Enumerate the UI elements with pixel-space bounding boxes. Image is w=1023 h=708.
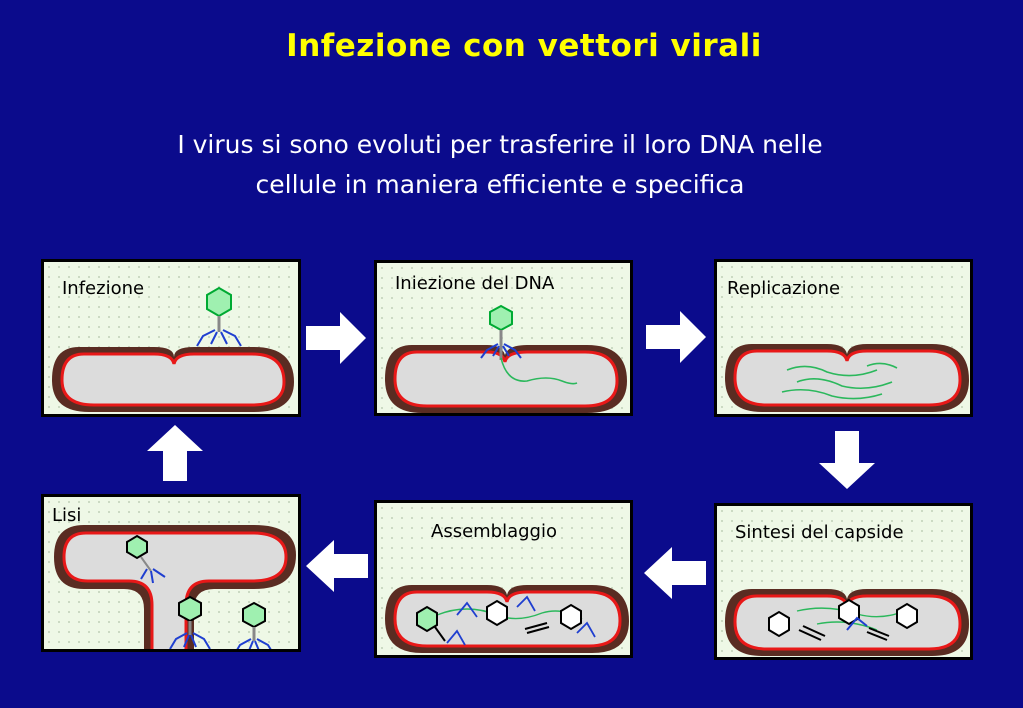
cell-membrane bbox=[60, 352, 286, 407]
panel-lisi: Lisi bbox=[41, 494, 301, 652]
arrow-down bbox=[819, 431, 875, 489]
capsids bbox=[768, 598, 918, 638]
label-infezione: Infezione bbox=[62, 278, 145, 299]
label-iniezione: Iniezione del DNA bbox=[395, 273, 555, 294]
fibers bbox=[846, 616, 868, 631]
label-assemblaggio: Assemblaggio bbox=[431, 521, 557, 542]
label-lisi: Lisi bbox=[52, 505, 82, 526]
label-sintesi: Sintesi del capside bbox=[735, 522, 904, 543]
arrow-left-1 bbox=[644, 547, 706, 599]
label-replicazione: Replicazione bbox=[727, 278, 841, 299]
tails bbox=[798, 625, 890, 641]
assembled-phages bbox=[416, 599, 582, 642]
panel-replicazione: Replicazione bbox=[714, 259, 973, 417]
dna-strand bbox=[500, 357, 578, 385]
lisi-illustration bbox=[54, 525, 296, 649]
arrow-left-2 bbox=[306, 540, 368, 592]
panel-sintesi: Sintesi del capside bbox=[714, 503, 973, 660]
fibers bbox=[446, 595, 596, 646]
subtitle-line-1: I virus si sono evoluti per trasferire i… bbox=[177, 130, 823, 159]
released-phages bbox=[126, 534, 272, 649]
panel-assemblaggio: Assemblaggio bbox=[374, 500, 633, 658]
page-title: Infezione con vettori virali bbox=[286, 28, 762, 64]
panel-infezione: Infezione bbox=[41, 259, 301, 417]
arrow-up bbox=[147, 425, 203, 481]
phage bbox=[196, 286, 242, 347]
arrow-right-1 bbox=[306, 312, 366, 364]
sintesi-illustration bbox=[725, 589, 969, 656]
infezione-illustration bbox=[52, 286, 294, 412]
panel-iniezione: Iniezione del DNA bbox=[374, 260, 633, 416]
arrow-right-2 bbox=[646, 311, 706, 363]
dna-copies bbox=[781, 362, 898, 400]
replicazione-illustration bbox=[725, 344, 969, 412]
subtitle-line-2: cellule in maniera efficiente e specific… bbox=[255, 170, 745, 199]
assemblaggio-illustration bbox=[385, 585, 629, 653]
iniezione-illustration bbox=[385, 304, 627, 413]
phage bbox=[480, 304, 522, 360]
tails bbox=[524, 622, 550, 634]
